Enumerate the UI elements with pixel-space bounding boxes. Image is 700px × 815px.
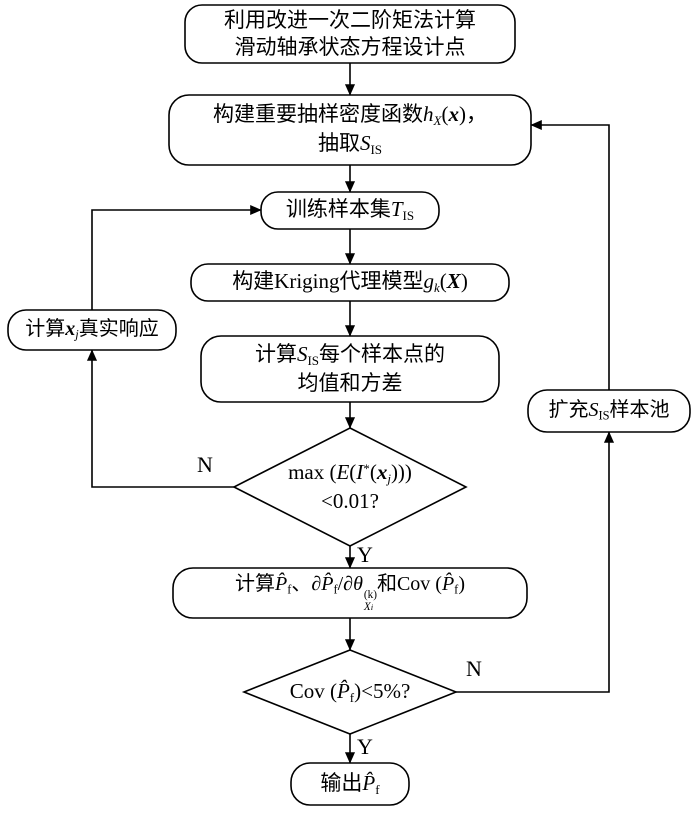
mean-variance-node: 计算SIS每个样本点的 均值和方差 [201, 336, 499, 402]
text-run: ( [439, 269, 447, 294]
math-S: S [588, 398, 599, 421]
math-P-hat-1: P̂ [275, 573, 288, 596]
kriging-line: 构建Kriging代理模型gk(X) [232, 268, 468, 297]
math-x-subscript: j [75, 327, 79, 342]
arrow-expand-to-density [530, 119, 610, 390]
text-run: 构建重要抽样密度函数 [213, 102, 424, 127]
output-pf-line: 输出P̂f [320, 770, 379, 799]
text-run: 构建Kriging代理模型 [232, 269, 424, 294]
text-run: 真实响应 [78, 317, 159, 340]
text-run: 计算 [25, 317, 66, 340]
branch-label-yes-1: Y [357, 542, 373, 567]
text-run: 输出 [320, 770, 363, 795]
math-S-subscript: IS [598, 408, 610, 423]
math-x-subscript: j [387, 471, 391, 487]
text-run: 计算 [235, 573, 276, 596]
math-X-vector: X [446, 269, 461, 294]
math-P1-subscript: f [287, 582, 292, 597]
sampling-density-line1: 构建重要抽样密度函数hX(x)， [213, 101, 487, 130]
math-h-subscript: X [433, 113, 442, 129]
text-run: 训练样本集 [285, 197, 391, 222]
arrow-covcheck-no-to-expand [456, 431, 615, 693]
theta-subscript: Xi [363, 601, 374, 614]
kriging-node: 构建Kriging代理模型gk(X) [191, 264, 509, 301]
true-response-node: 计算xj真实响应 [8, 310, 176, 350]
text-run: ( [369, 460, 377, 485]
text-run: ))) [390, 460, 412, 485]
text-run: ) [458, 573, 465, 596]
math-S: S [359, 131, 371, 155]
math-S-subscript: IS [370, 141, 383, 157]
math-P-subscript: f [375, 781, 380, 797]
sampling-density-node: 构建重要抽样密度函数hX(x)， 抽取SIS [169, 95, 531, 165]
text-run: 样本池 [609, 398, 670, 421]
cov-check-node: Cov (P̂f)<5%? [250, 671, 450, 713]
training-set-node: 训练样本集TIS [261, 192, 439, 229]
mean-variance-line2: 均值和方差 [297, 370, 403, 395]
partial-symbol: ∂ [311, 573, 322, 596]
math-h: h [423, 102, 434, 127]
design-point-node: 利用改进一次二阶矩法计算 滑动轴承状态方程设计点 [185, 5, 515, 63]
math-theta-sub-X: X [363, 601, 371, 614]
math-I-superscript: * [363, 461, 370, 477]
math-P-hat-2: P̂ [321, 573, 334, 596]
text-run: 每个样本点的 [319, 342, 446, 367]
theta-scripts: (k)Xi [364, 590, 377, 614]
expand-pool-line: 扩充SIS样本池 [548, 398, 669, 425]
expand-pool-node: 扩充SIS样本池 [528, 390, 690, 432]
text-run: 和Cov ( [376, 573, 442, 596]
text-run: /∂ [337, 573, 354, 596]
math-g-subscript: k [434, 280, 440, 296]
math-P-subscript: f [349, 689, 355, 705]
math-E: E [336, 460, 350, 485]
math-x-vector: x [376, 460, 388, 485]
design-point-line2: 滑动轴承状态方程设计点 [234, 35, 466, 59]
math-theta-sub-i: i [370, 602, 374, 613]
text-run: )<5%? [354, 678, 411, 703]
branch-label-no-2: N [466, 656, 482, 681]
math-P2-subscript: f [333, 582, 338, 597]
branch-label-no-1: N [197, 452, 213, 477]
text-run: )， [458, 102, 487, 127]
learning-check-line1: max (E(I*(xj))) [288, 459, 412, 488]
math-S-subscript: IS [307, 353, 320, 369]
training-set-line: 训练样本集TIS [286, 196, 414, 225]
text-run: 抽取 [317, 131, 360, 155]
true-response-line: 计算xj真实响应 [25, 317, 158, 344]
math-g: g [423, 269, 435, 294]
theta-superscript: (k) [363, 589, 377, 602]
arrow-check-no-to-true-response [86, 349, 234, 488]
design-point-line1: 利用改进一次二阶矩法计算 [224, 8, 476, 33]
arrow-true-response-to-training [91, 204, 262, 310]
math-P-hat: P̂ [362, 770, 376, 795]
text-run: 扩充 [548, 398, 589, 421]
math-theta: θ [353, 573, 363, 596]
math-S: S [296, 342, 308, 367]
math-T: T [390, 197, 403, 222]
learning-check-line2: <0.01? [321, 488, 379, 513]
math-P3-subscript: f [454, 582, 459, 597]
text-run: ( [349, 460, 357, 485]
math-x-vector: x [65, 317, 76, 340]
text-run: ( [441, 102, 449, 127]
cov-check-line: Cov (P̂f)<5%? [290, 678, 411, 707]
math-T-subscript: IS [402, 208, 415, 224]
math-P-hat-3: P̂ [441, 573, 455, 596]
text-run: 、 [291, 573, 312, 596]
learning-check-node: max (E(I*(xj))) <0.01? [240, 447, 460, 527]
text-run: 计算 [254, 342, 297, 367]
text-run: Cov ( [289, 678, 337, 703]
math-P-hat: P̂ [336, 678, 350, 703]
text-run: max ( [288, 460, 337, 485]
text-run: ) [460, 269, 468, 294]
sampling-density-line2: 抽取SIS [318, 130, 382, 159]
math-I: I [356, 460, 364, 485]
math-x-vector: x [448, 102, 459, 127]
branch-label-yes-2: Y [357, 734, 373, 759]
output-pf-node: 输出P̂f [291, 763, 409, 805]
mean-variance-line1: 计算SIS每个样本点的 [255, 341, 445, 370]
